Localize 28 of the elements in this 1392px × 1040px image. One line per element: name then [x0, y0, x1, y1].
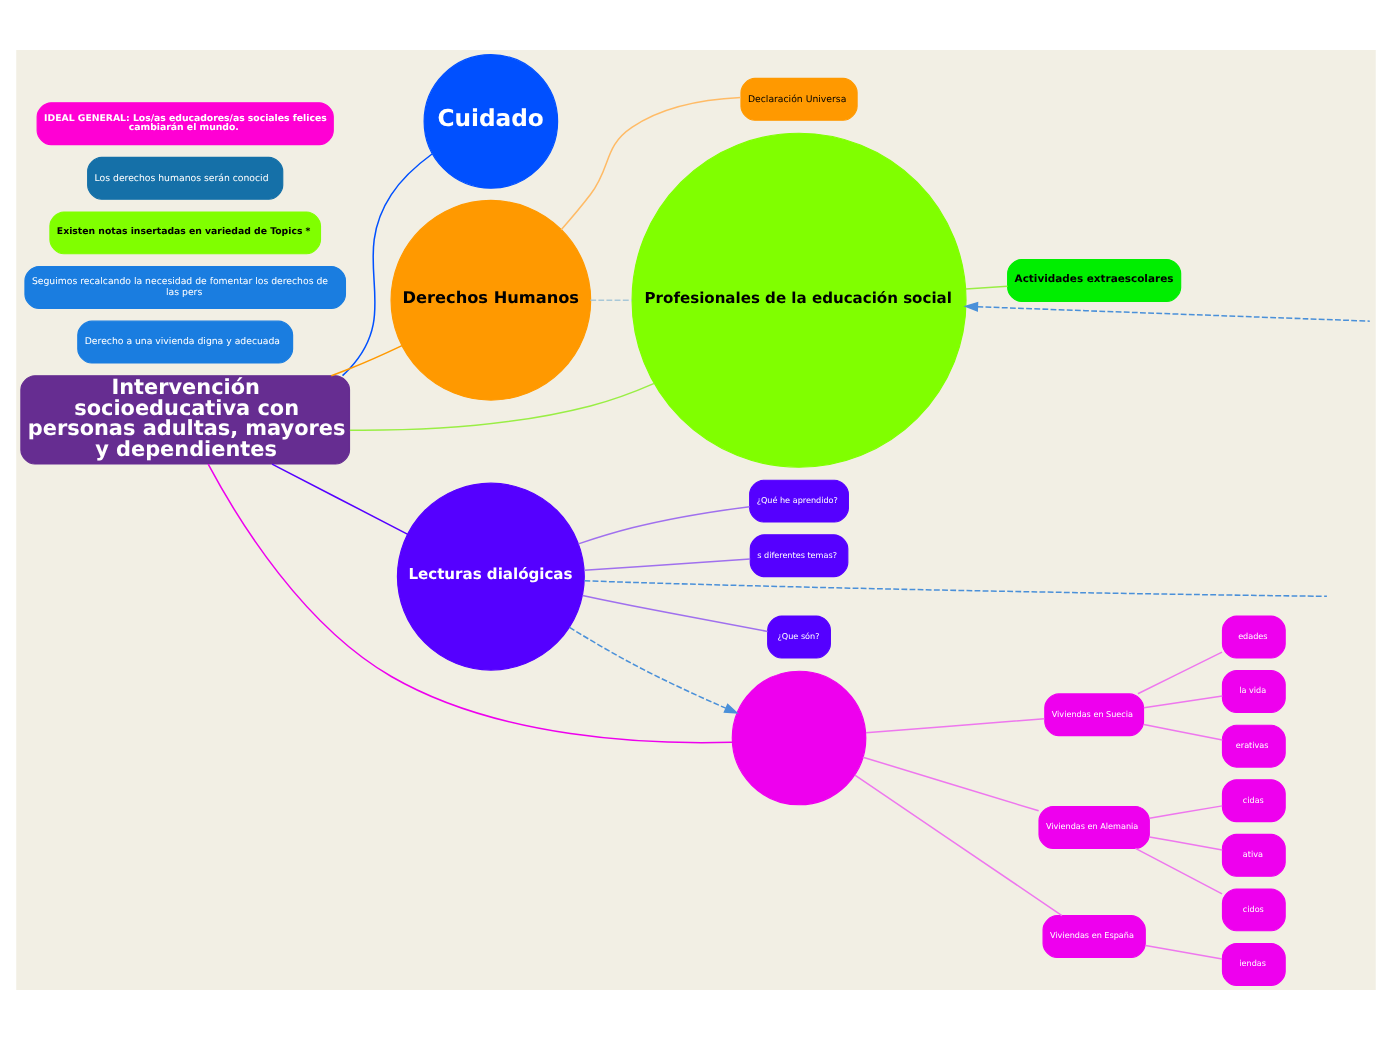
connector [1137, 651, 1223, 695]
connector [965, 285, 1009, 290]
connector [1148, 805, 1224, 819]
connector [330, 344, 403, 377]
connector [560, 96, 742, 231]
connector [1148, 836, 1224, 851]
arrow [568, 626, 739, 714]
connector [581, 594, 769, 633]
connector [583, 558, 751, 572]
connector [865, 717, 1046, 734]
connector [583, 579, 1328, 598]
connector [349, 382, 656, 431]
node-circle [731, 670, 867, 806]
arrow [963, 301, 1371, 322]
connector [1143, 723, 1224, 741]
connector [577, 505, 751, 545]
connector [341, 153, 433, 377]
connector [1144, 944, 1223, 960]
node-box: Intervención socioeducativa con personas adultas, mayores y dependientes [20, 375, 351, 465]
connector [1134, 847, 1223, 895]
connector [207, 463, 733, 744]
connector [854, 774, 1063, 917]
connector [862, 756, 1040, 812]
connector [1143, 695, 1224, 709]
connector [589, 299, 633, 301]
connector [271, 463, 409, 535]
node-circle: Derechos Humanos [390, 199, 592, 401]
node-circle: Cuidado [423, 54, 559, 189]
